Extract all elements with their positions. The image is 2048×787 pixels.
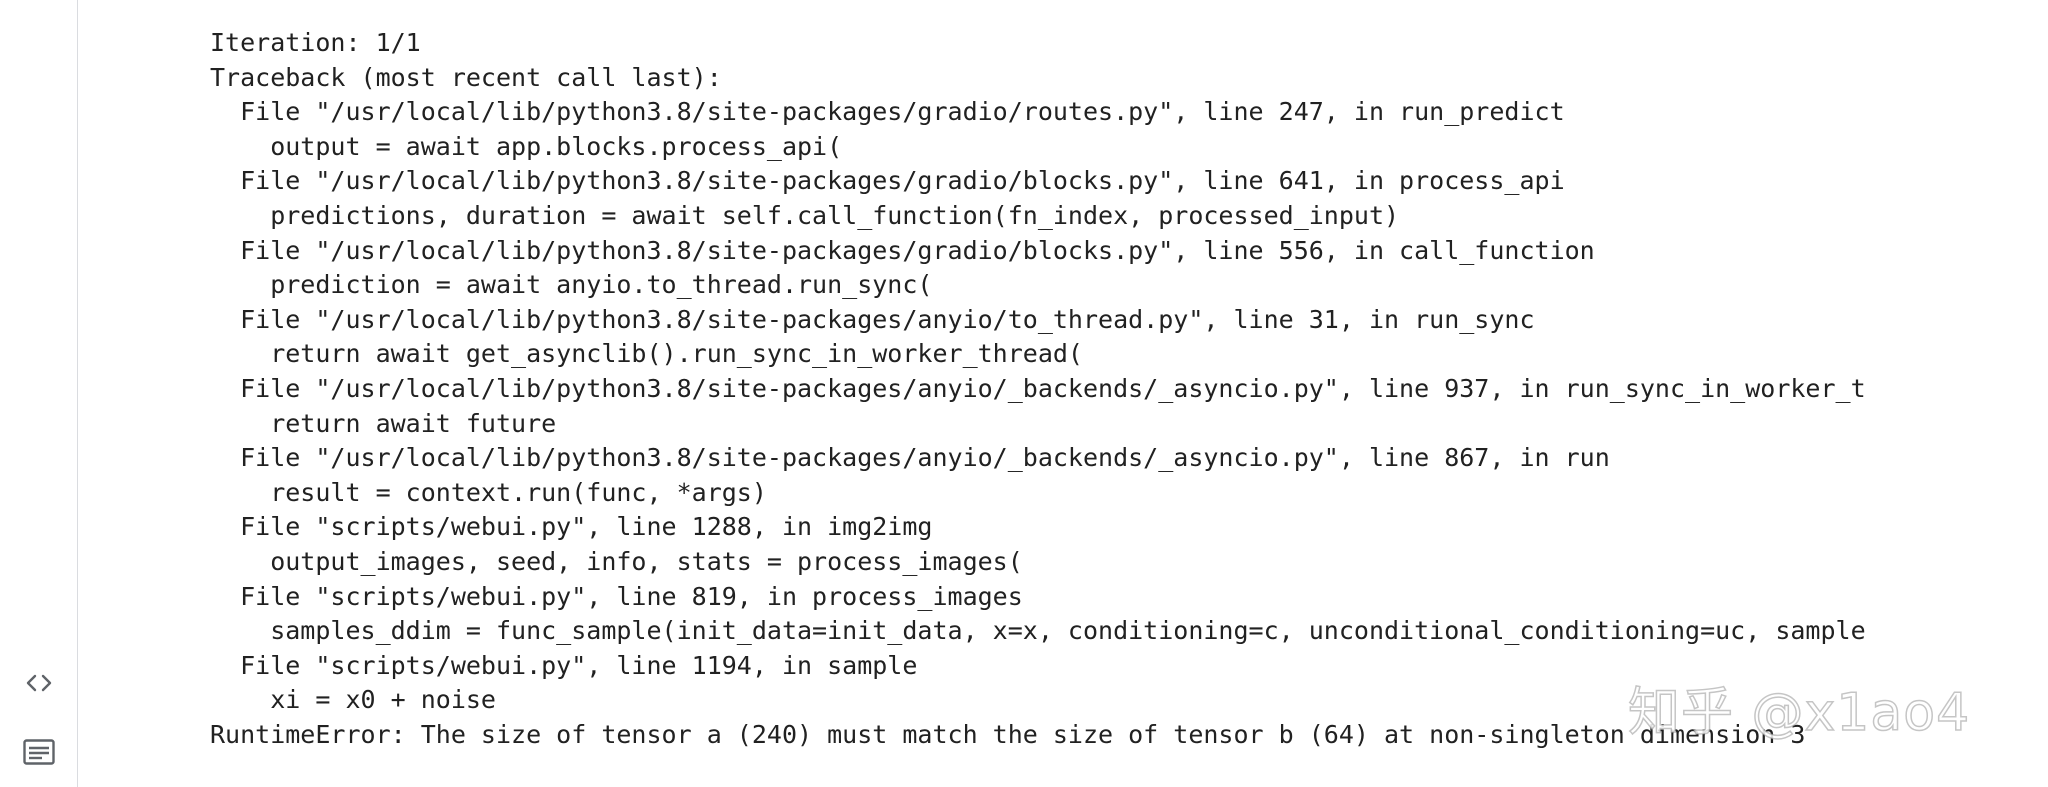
output-line: output = await app.blocks.process_api( (210, 131, 843, 161)
output-line: Iteration: 1/1 (210, 28, 421, 57)
code-icon[interactable] (22, 666, 56, 700)
output-line: result = context.run(func, *args) (210, 477, 767, 507)
output-line: File "scripts/webui.py", line 1288, in i… (210, 512, 933, 542)
output-line: File "/usr/local/lib/python3.8/site-pack… (210, 166, 1565, 196)
text-output-icon[interactable] (22, 735, 56, 769)
cell-gutter (0, 0, 78, 787)
output-line: File "/usr/local/lib/python3.8/site-pack… (210, 443, 1610, 473)
output-line: return await get_asynclib().run_sync_in_… (210, 339, 1083, 369)
output-line: File "/usr/local/lib/python3.8/site-pack… (210, 373, 1866, 403)
output-line: predictions, duration = await self.call_… (210, 200, 1400, 230)
output-line: prediction = await anyio.to_thread.run_s… (210, 270, 933, 300)
output-line: output_images, seed, info, stats = proce… (210, 546, 1023, 576)
output-line: Traceback (most recent call last): (210, 62, 722, 92)
cell-output: Iteration: 1/1 Traceback (most recent ca… (210, 26, 2048, 787)
output-line: xi = x0 + noise (210, 685, 496, 715)
output-line: return await future (210, 408, 557, 438)
output-line: File "scripts/webui.py", line 819, in pr… (210, 581, 1023, 611)
output-line: File "scripts/webui.py", line 1194, in s… (210, 650, 918, 680)
output-line: samples_ddim = func_sample(init_data=ini… (210, 616, 1866, 646)
error-line: RuntimeError: The size of tensor a (240)… (210, 719, 1806, 749)
output-line: File "/usr/local/lib/python3.8/site-pack… (210, 235, 1595, 265)
output-line: File "/usr/local/lib/python3.8/site-pack… (210, 304, 1535, 334)
output-line: File "/usr/local/lib/python3.8/site-pack… (210, 97, 1565, 127)
